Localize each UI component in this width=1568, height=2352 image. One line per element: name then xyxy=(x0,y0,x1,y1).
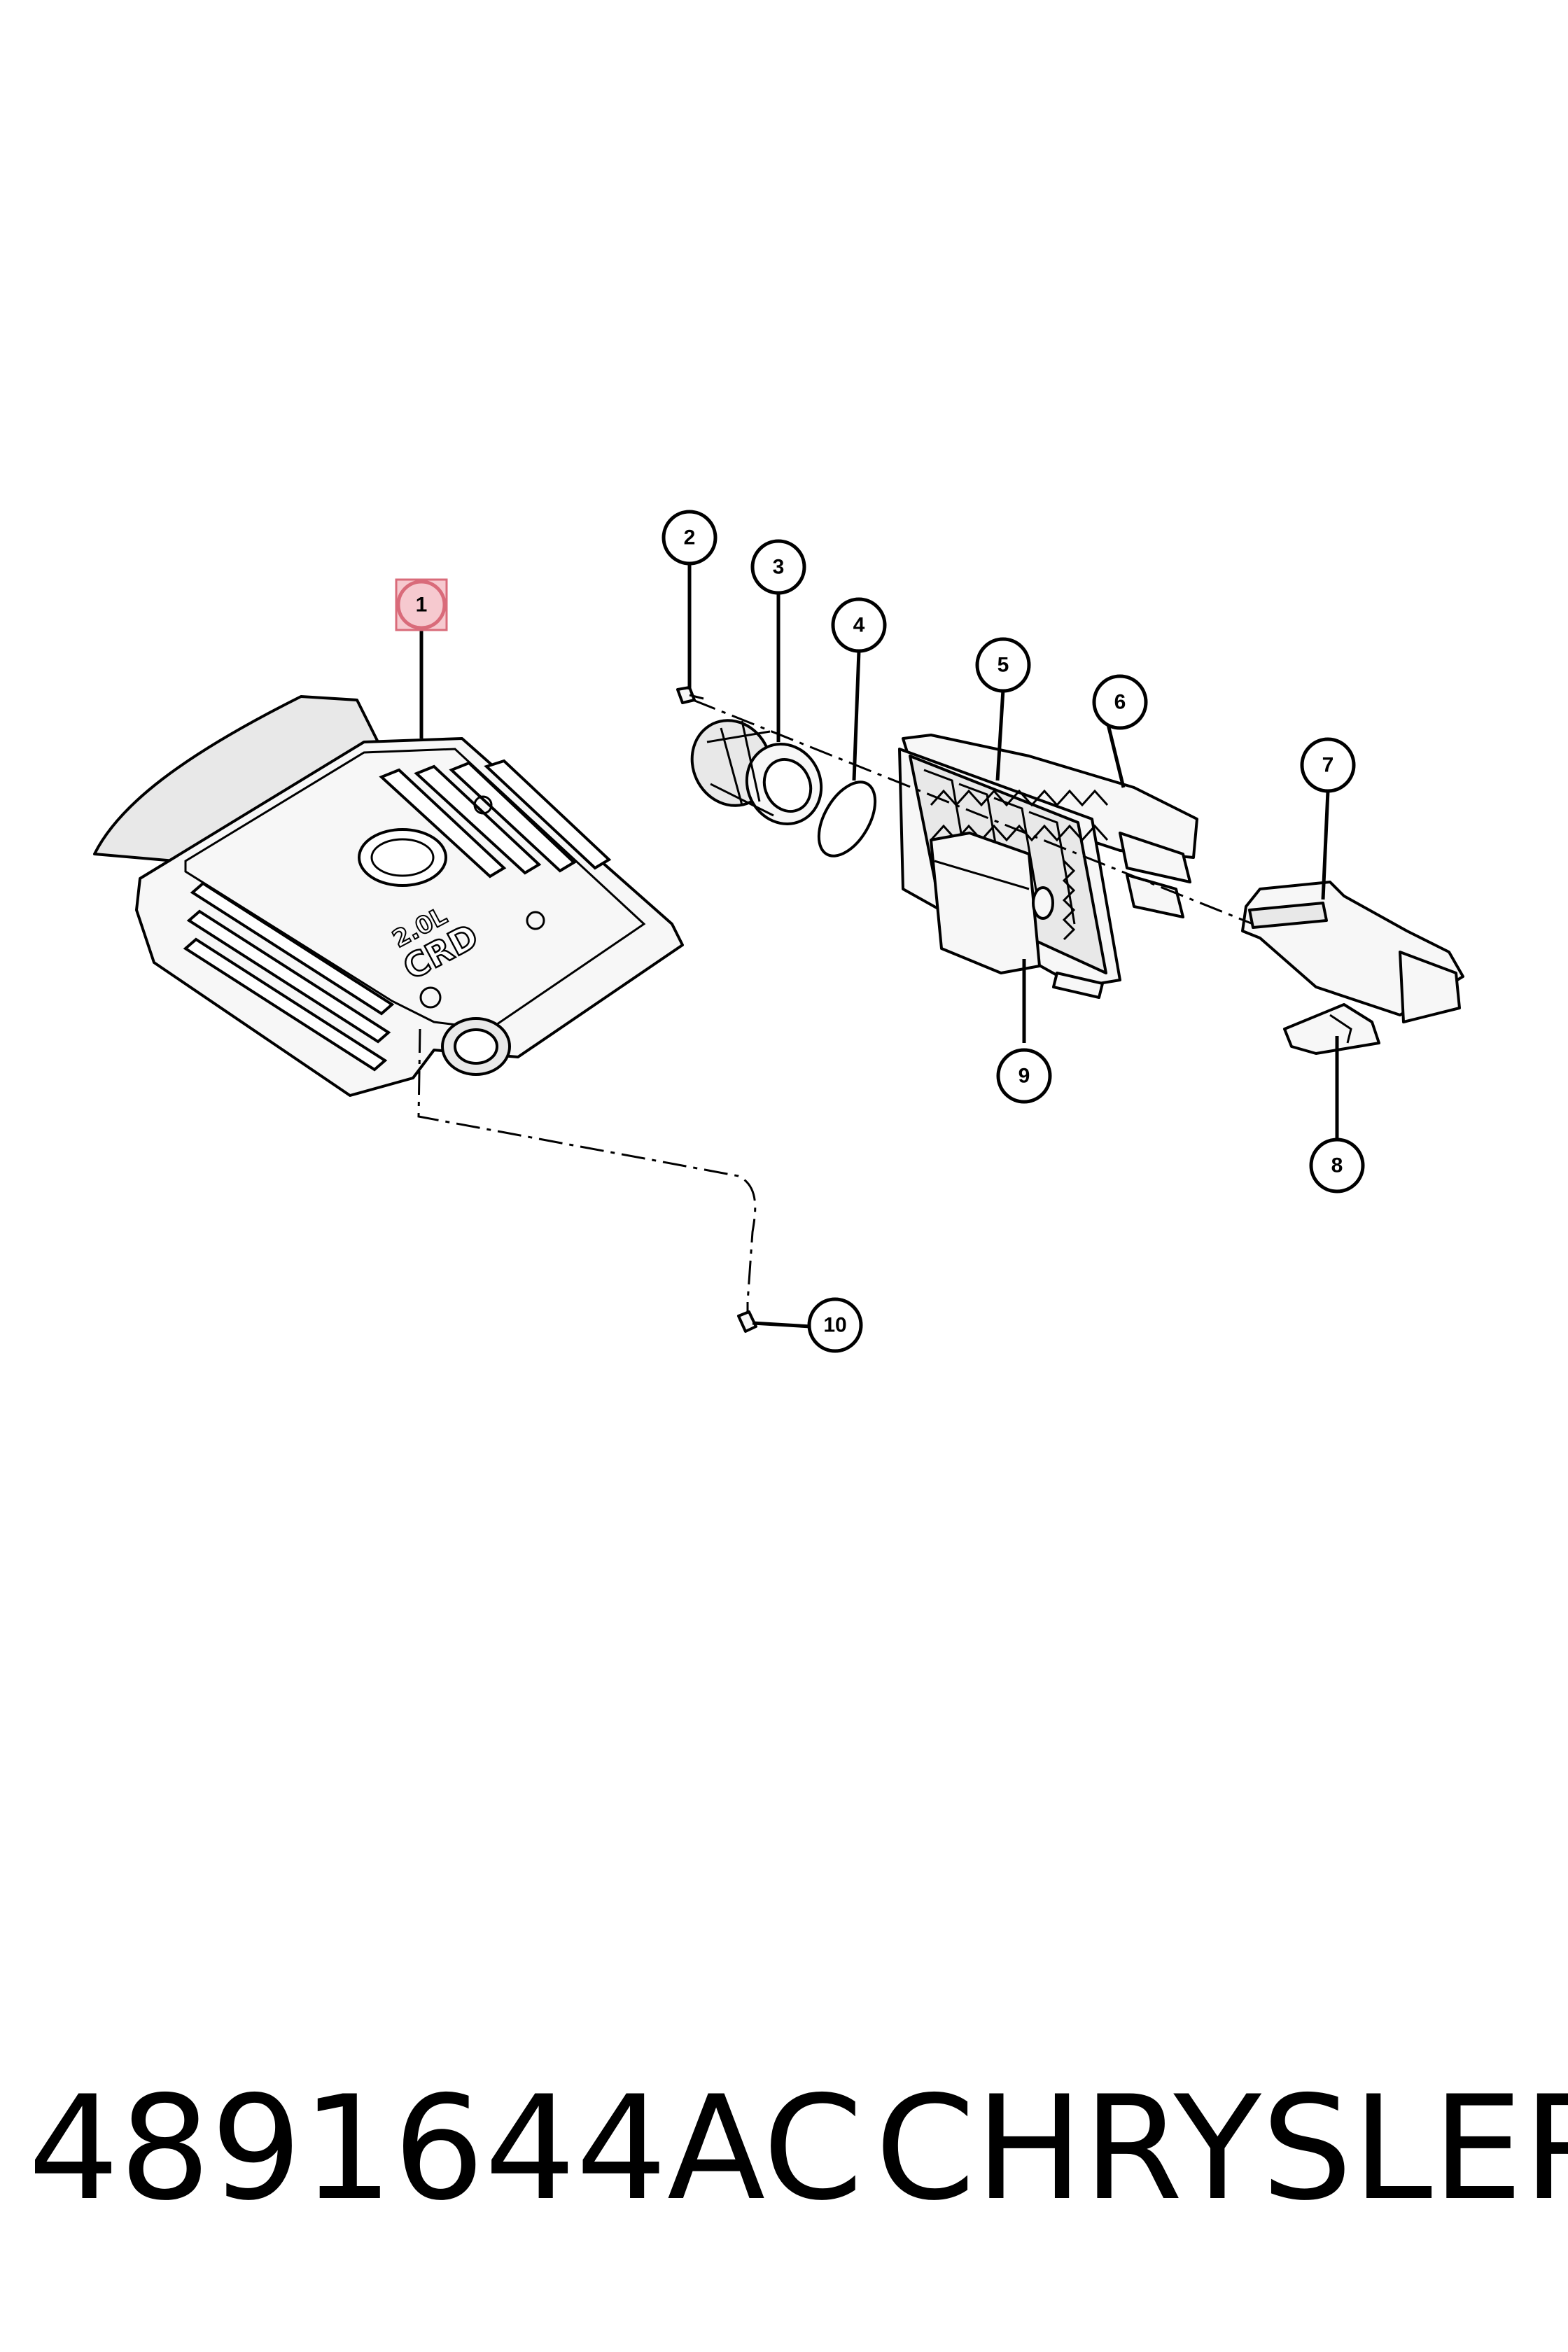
callout-10[interactable]: 10 xyxy=(807,1297,863,1353)
intake-duct xyxy=(1241,881,1464,1055)
o-ring xyxy=(817,780,877,858)
callout-9[interactable]: 9 xyxy=(996,1048,1052,1104)
air-cleaner-housing xyxy=(898,734,1198,999)
engine-cover: 2.0L CRD xyxy=(93,695,684,1097)
callout-3-label: 3 xyxy=(773,556,785,579)
callout-7[interactable]: 7 xyxy=(1300,737,1356,793)
leader-4 xyxy=(852,650,861,781)
callout-4-label: 4 xyxy=(853,614,865,637)
callout-1-label: 1 xyxy=(416,594,428,617)
leader-5 xyxy=(995,689,1005,781)
leader-10 xyxy=(752,1321,811,1329)
callout-8[interactable]: 8 xyxy=(1309,1138,1365,1194)
callout-7-label: 7 xyxy=(1322,754,1334,777)
callout-9-label: 9 xyxy=(1018,1065,1030,1088)
part-number: 4891644AC xyxy=(28,2066,863,2232)
bolt xyxy=(676,686,704,704)
fastener xyxy=(737,1302,757,1333)
callout-5[interactable]: 5 xyxy=(975,637,1031,693)
callout-1[interactable]: 1 xyxy=(395,578,448,631)
callout-3[interactable]: 3 xyxy=(750,539,806,595)
inlet-adapter xyxy=(690,719,823,825)
callout-10-label: 10 xyxy=(823,1314,846,1337)
callout-8-label: 8 xyxy=(1331,1154,1343,1177)
explode-line-main xyxy=(692,699,1254,925)
callout-2-label: 2 xyxy=(684,526,696,550)
explode-line-fastener xyxy=(417,1028,757,1303)
callout-4[interactable]: 4 xyxy=(831,597,887,653)
callout-2[interactable]: 2 xyxy=(662,510,718,566)
leader-6 xyxy=(1106,724,1126,788)
brand-name: CHRYSLER xyxy=(875,2066,1568,2232)
callout-6[interactable]: 6 xyxy=(1092,674,1148,730)
callout-5-label: 5 xyxy=(997,654,1009,677)
callout-6-label: 6 xyxy=(1114,691,1126,714)
leader-7 xyxy=(1321,790,1330,900)
